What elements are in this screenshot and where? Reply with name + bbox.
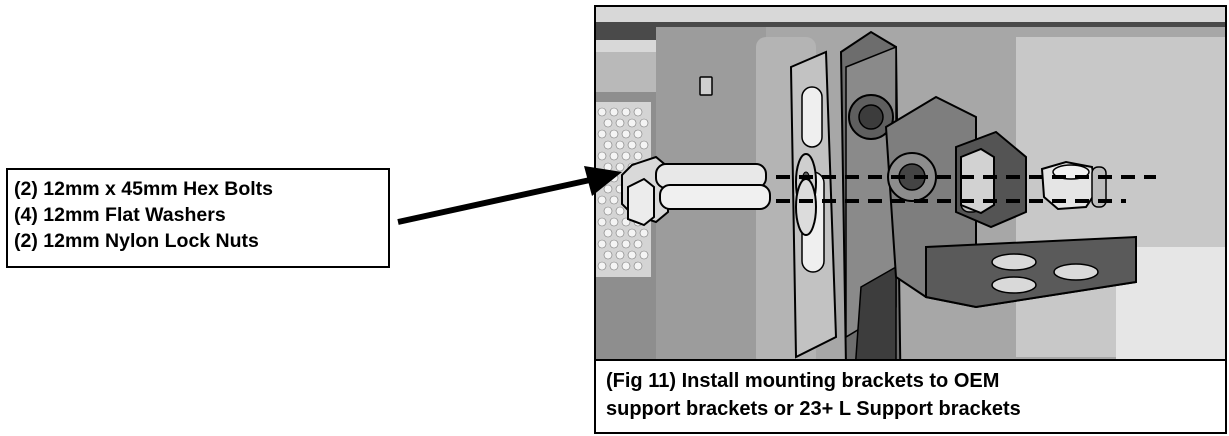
parts-line-lock-nuts: (2) 12mm Nylon Lock Nuts [14, 230, 259, 252]
parts-line-hex-bolts: (2) 12mm x 45mm Hex Bolts [14, 178, 274, 200]
caption-line-1: (Fig 11) Install mounting brackets to OE… [606, 370, 1000, 392]
figure-caption: (Fig 11) Install mounting brackets to OE… [596, 359, 1225, 432]
figure-illustration: (Fig 11) Install mounting brackets to OE… [594, 5, 1227, 434]
parts-list-callout: (2) 12mm x 45mm Hex Bolts (4) 12mm Flat … [6, 168, 390, 268]
caption-line-2: support brackets or 23+ L Support bracke… [606, 398, 1021, 420]
flat-washer [795, 153, 817, 236]
parts-line-flat-washers: (4) 12mm Flat Washers [14, 204, 226, 226]
hex-bolt [621, 155, 771, 227]
alignment-dashed-lines [776, 175, 1156, 203]
